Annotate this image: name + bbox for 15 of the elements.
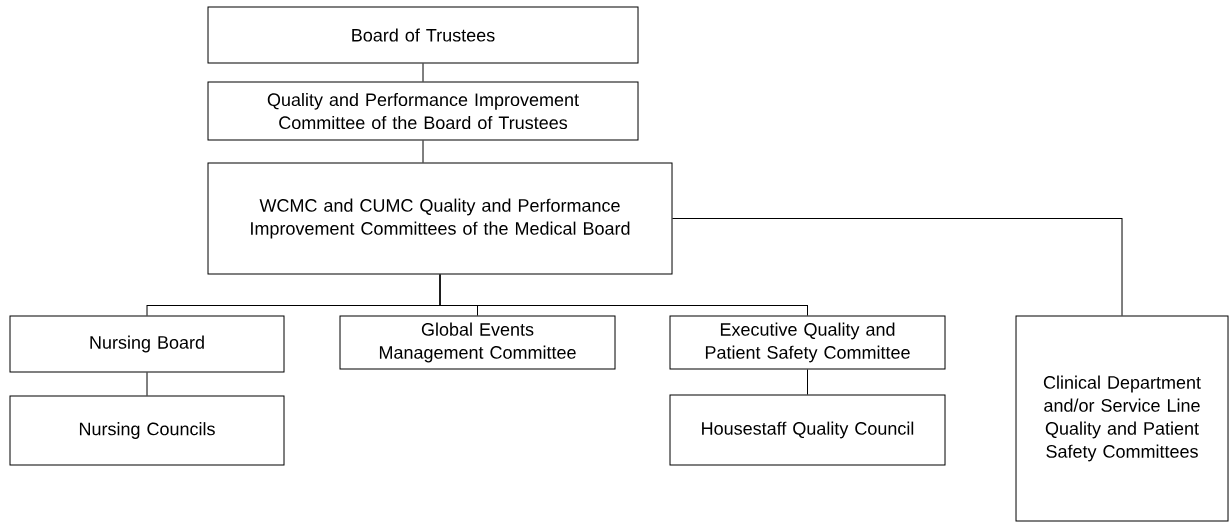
connector-line xyxy=(422,63,424,82)
org-box: Board of Trustees xyxy=(207,6,639,64)
org-box: Global Events Management Committee xyxy=(339,315,616,370)
connector-line xyxy=(807,369,808,395)
org-box: Housestaff Quality Council xyxy=(669,394,946,466)
org-box: Executive Quality and Patient Safety Committee xyxy=(669,315,946,370)
connector-line xyxy=(672,218,1123,316)
org-box: Clinical Department and/or Service Line Quality and Patient Safety Committees xyxy=(1015,315,1229,522)
connector-line xyxy=(439,274,808,316)
connector-line xyxy=(146,372,148,396)
org-box: Nursing Board xyxy=(9,315,285,373)
org-box: Quality and Performance Improvement Committee of the Board of Trustees xyxy=(207,81,639,141)
org-box: Nursing Councils xyxy=(9,395,285,466)
org-box: WCMC and CUMC Quality and Performance Improvement Committees of the Medical Board xyxy=(207,162,673,275)
connector-line xyxy=(422,140,424,163)
